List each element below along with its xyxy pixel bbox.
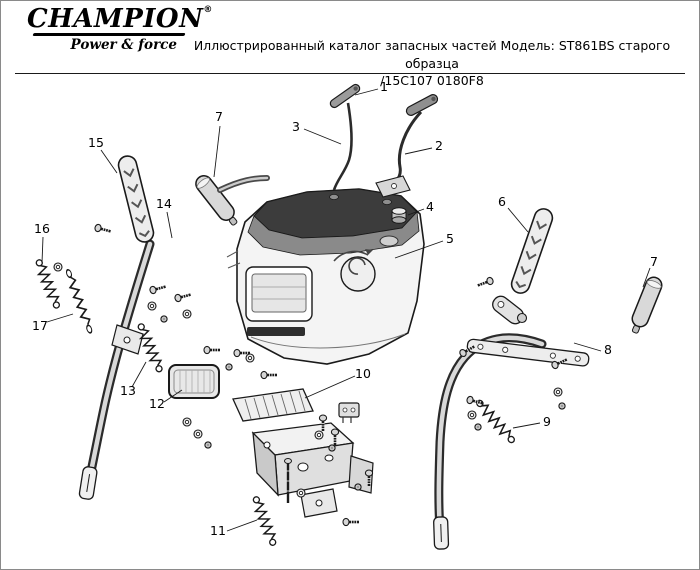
registered-mark-icon: ®	[203, 5, 213, 15]
callout-7-left: 7	[215, 109, 223, 124]
callout-16: 16	[34, 221, 50, 236]
right-handlebar-tube	[433, 333, 547, 550]
callout-11: 11	[210, 523, 226, 538]
brand-tagline: Power & force	[70, 37, 177, 53]
bolt-icon	[259, 370, 279, 380]
washer-icon	[467, 410, 477, 420]
control-levers	[329, 83, 439, 198]
nut-icon	[328, 444, 336, 452]
callout-3: 3	[292, 119, 300, 134]
callout-9: 9	[543, 414, 551, 429]
washer-icon	[182, 417, 192, 427]
callout-5: 5	[446, 231, 454, 246]
callout-12: 12	[149, 396, 165, 411]
left-small-bracket	[111, 324, 144, 355]
mounting-bracket	[232, 388, 374, 518]
title-line-2: /15C107 0180F8	[380, 73, 484, 88]
upper-cross-tube	[217, 175, 270, 193]
bolt-icon	[202, 345, 222, 355]
header-divider	[15, 73, 685, 74]
bolt-icon	[92, 222, 113, 237]
right-foam-grip	[626, 274, 665, 337]
long-screw	[284, 458, 292, 503]
bolt-icon	[172, 289, 193, 304]
champion-logo: CHAMPION® Power & force	[27, 6, 212, 54]
switch-bracket	[338, 402, 360, 423]
grip-pad	[168, 364, 220, 399]
washer-icon	[245, 353, 255, 363]
title-line-1: Иллюстрированный каталог запасных частей…	[193, 38, 671, 71]
washer-icon	[182, 309, 192, 319]
washer-icon	[296, 488, 306, 498]
washer-icon	[53, 262, 63, 272]
right-mount-bar	[466, 338, 590, 367]
callout-17: 17	[32, 318, 48, 333]
nut-icon	[474, 423, 482, 431]
left-handlebar-tube	[78, 239, 155, 500]
callout-leader-lines	[41, 88, 651, 532]
left-grip-lever	[115, 153, 157, 245]
callout-14: 14	[156, 196, 172, 211]
spring-9	[473, 397, 518, 446]
callout-15: 15	[88, 135, 104, 150]
callout-4: 4	[426, 199, 434, 214]
nut-icon	[225, 363, 233, 371]
catalog-title: Иллюстрированный каталог запасных частей…	[173, 37, 691, 90]
callout-labels: 1 2 3 4 5 6 7 7 8 9 10 11 12 13 14 15 16…	[32, 79, 658, 538]
washer-icon	[314, 430, 324, 440]
washer-icon	[147, 301, 157, 311]
nut-icon	[558, 402, 566, 410]
control-panel-console	[226, 188, 425, 365]
nut-icon	[204, 441, 212, 449]
nut-icon	[354, 483, 362, 491]
right-grip-lever	[508, 205, 556, 297]
callout-8: 8	[604, 342, 612, 357]
bolt-icon	[147, 281, 168, 296]
bushing-part	[391, 207, 407, 224]
callout-6: 6	[498, 194, 506, 209]
brand-name: CHAMPION	[27, 4, 204, 34]
joint-pivot	[516, 312, 528, 324]
callout-2: 2	[435, 138, 443, 153]
washer-icon	[193, 429, 203, 439]
washer-icon	[553, 387, 563, 397]
nut-icon	[160, 315, 168, 323]
spring-17	[63, 267, 96, 335]
callout-13: 13	[120, 383, 136, 398]
callout-7-right: 7	[650, 254, 658, 269]
bolt-icon	[464, 394, 485, 409]
bolt-icon	[475, 275, 496, 291]
bolt-icon	[341, 517, 361, 527]
callout-1: 1	[380, 79, 388, 94]
callout-10: 10	[355, 366, 371, 381]
